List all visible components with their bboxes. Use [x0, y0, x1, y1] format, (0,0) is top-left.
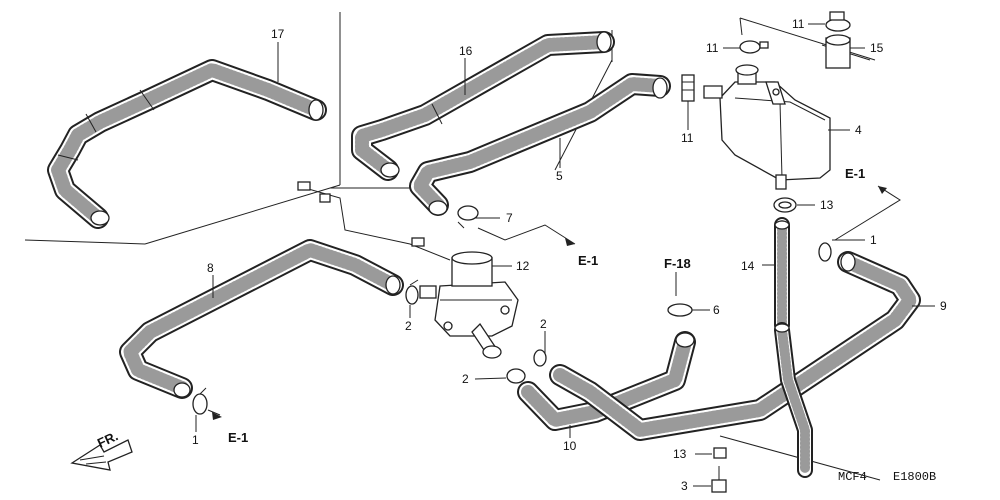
callout-labels: 17 16 5 4 11 11 11 15 13 14 1 9 8 7 12 2… — [192, 17, 947, 493]
air-injection-valve — [419, 251, 519, 359]
callout-11-b: 11 — [792, 17, 805, 31]
reservoir-tank — [703, 64, 831, 190]
reference-arrows — [207, 185, 901, 420]
callout-1-b: 1 — [192, 433, 199, 447]
callout-7: 7 — [506, 211, 513, 225]
callout-12: 12 — [516, 259, 530, 273]
callout-2-a: 2 — [405, 319, 412, 333]
ref-e1-right: E-1 — [845, 166, 865, 181]
callout-2-b: 2 — [540, 317, 547, 331]
leader-lines — [195, 23, 935, 487]
ref-f18: F-18 — [664, 256, 691, 271]
callout-8: 8 — [207, 261, 214, 275]
callout-15: 15 — [870, 41, 884, 55]
callout-17: 17 — [271, 27, 285, 41]
wire-harness — [297, 181, 451, 261]
callout-5: 5 — [556, 169, 563, 183]
callout-13-a: 13 — [820, 198, 834, 212]
callout-6: 6 — [713, 303, 720, 317]
callout-4: 4 — [855, 123, 862, 137]
hose-8 — [119, 239, 404, 399]
hose-17 — [47, 59, 327, 229]
callout-13-b: 13 — [673, 447, 687, 461]
hose-5 — [409, 73, 671, 216]
callout-11-c: 11 — [681, 131, 694, 145]
ref-e1-left: E-1 — [228, 430, 248, 445]
callout-11-a: 11 — [706, 41, 719, 55]
clamp-11-top — [739, 11, 851, 69]
hose-16 — [351, 31, 615, 181]
footer-codes: MCF4 E1800B — [838, 470, 936, 484]
front-direction-arrow: FR. — [70, 428, 133, 471]
callout-16: 16 — [459, 44, 473, 58]
clamp-13-upper — [773, 197, 797, 213]
callout-2-c: 2 — [462, 372, 469, 386]
diagram-code-left: MCF4 — [838, 470, 867, 484]
reference-labels: E-1 E-1 E-1 F-18 — [228, 166, 865, 445]
callout-10: 10 — [563, 439, 577, 453]
hose-14 — [774, 217, 813, 478]
clamps — [192, 205, 832, 493]
callout-3: 3 — [681, 479, 688, 493]
callout-14: 14 — [741, 259, 755, 273]
hose-10 — [517, 331, 696, 431]
callout-1-a: 1 — [870, 233, 877, 247]
callout-9: 9 — [940, 299, 947, 313]
hose-9 — [549, 251, 921, 441]
diagram-code-right: E1800B — [893, 470, 936, 484]
ref-e1-center: E-1 — [578, 253, 598, 268]
